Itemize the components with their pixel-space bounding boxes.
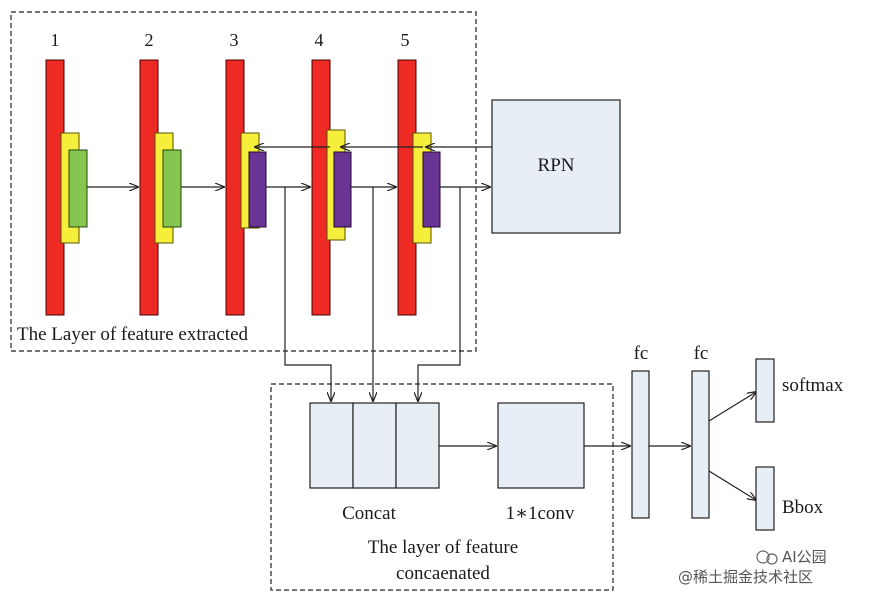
watermark: AI公园 @稀土掘金技术社区 xyxy=(678,548,827,586)
watermark-logo: AI公园 xyxy=(782,548,827,566)
feature-concat-label-line2: concaenated xyxy=(396,563,490,584)
purple-block-3 xyxy=(248,151,267,228)
feature-concat-group xyxy=(270,383,614,591)
bbox-box xyxy=(755,466,775,531)
layer-number-3: 3 xyxy=(230,30,239,50)
concat-box-1 xyxy=(309,402,354,489)
watermark-text: @稀土掘金技术社区 xyxy=(678,568,813,586)
arrow-fc2-softmax xyxy=(708,392,756,422)
fc2-box xyxy=(691,370,710,519)
feature-extracted-group xyxy=(10,11,477,352)
green-block-1 xyxy=(68,149,88,228)
purple-block-4 xyxy=(333,151,352,228)
concat-label: Concat xyxy=(342,503,397,524)
layer-number-5: 5 xyxy=(401,30,410,50)
green-block-2 xyxy=(162,149,182,228)
rpn-box xyxy=(491,99,621,234)
connector-5-concat xyxy=(418,187,461,401)
concat-box-3 xyxy=(395,402,440,489)
layer-number-1: 1 xyxy=(51,30,60,50)
connector-3-concat xyxy=(284,187,331,401)
softmax-label: softmax xyxy=(782,375,844,396)
concat-box-2 xyxy=(352,402,397,489)
arrow-fc2-bbox xyxy=(708,470,756,500)
rpn-label: RPN xyxy=(538,155,575,176)
softmax-box xyxy=(755,358,775,423)
feature-extracted-label: The Layer of feature extracted xyxy=(17,324,249,345)
feature-concat-label-line1: The layer of feature xyxy=(368,537,518,558)
conv-box xyxy=(497,402,585,489)
wechat-icon xyxy=(756,550,770,564)
fc1-box xyxy=(631,370,650,519)
fc1-label: fc xyxy=(634,343,649,364)
layer-number-2: 2 xyxy=(145,30,154,50)
purple-block-5 xyxy=(422,151,441,228)
fc2-label: fc xyxy=(694,343,709,364)
conv-label: 1∗1conv xyxy=(506,503,575,524)
layer-number-4: 4 xyxy=(315,30,324,50)
bbox-label: Bbox xyxy=(782,497,824,518)
